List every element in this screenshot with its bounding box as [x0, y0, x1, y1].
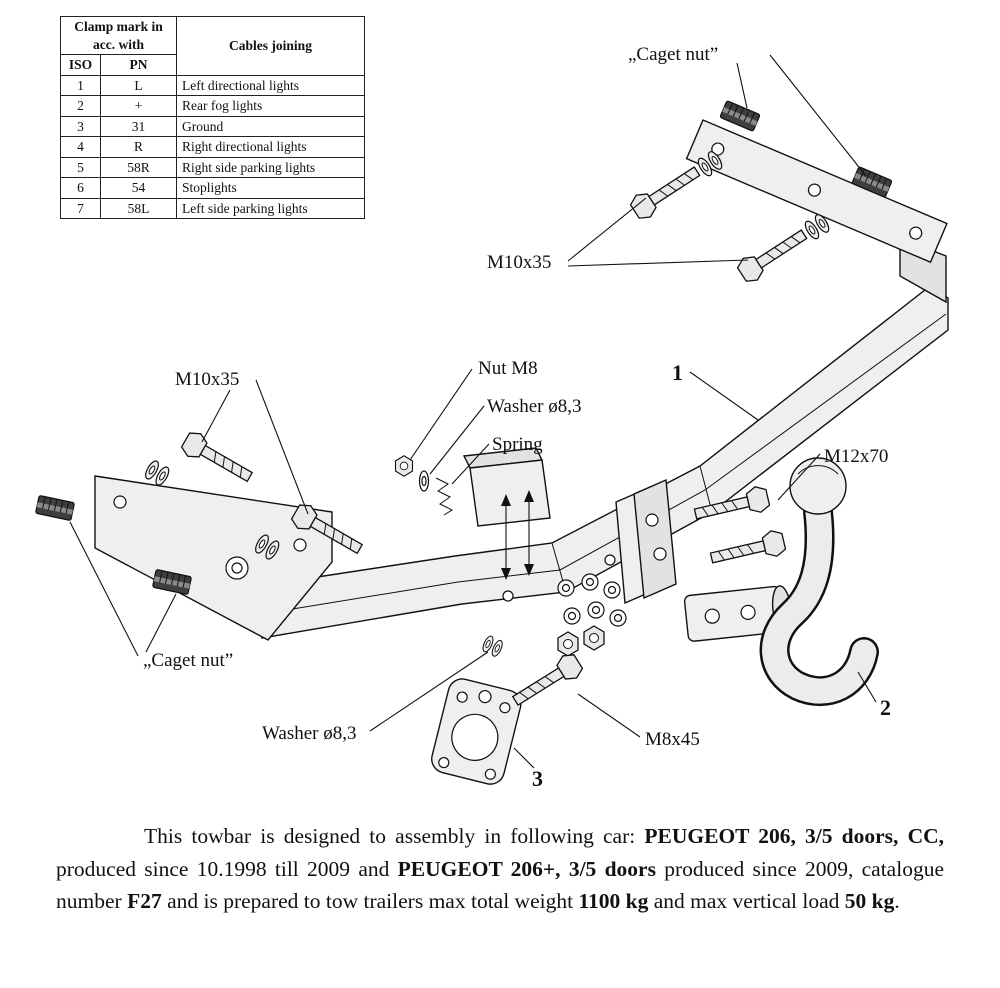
- iso-cell: 2: [60, 95, 101, 117]
- cable-cell: Right directional lights: [176, 136, 365, 158]
- desc-segment-bold: 50 kg: [844, 889, 895, 914]
- cable-cell: Left directional lights: [176, 74, 365, 97]
- pn-cell: L: [100, 74, 177, 97]
- label-m10x35-left: M10x35: [175, 369, 239, 390]
- left-mounting-bracket: [94, 475, 333, 641]
- motion-arrows: [501, 490, 534, 580]
- label-m10x35-right: M10x35: [487, 252, 551, 273]
- fastener-cluster: [557, 573, 627, 657]
- desc-segment: This towbar is designed to assembly in f…: [144, 824, 645, 848]
- iso-cell: 1: [60, 74, 101, 97]
- desc-segment: .: [894, 889, 900, 914]
- label-part-1: 1: [672, 360, 683, 385]
- iso-cell: 7: [60, 197, 101, 220]
- tow-ball-hook: [759, 457, 879, 706]
- table-row: 6 54 Stoplights: [60, 177, 365, 199]
- clamp-mark-header: Clamp mark in acc. with: [60, 15, 177, 56]
- table-row: 4 R Right directional lights: [60, 136, 365, 158]
- label-washer-83-top: Washer ø8,3: [487, 396, 582, 417]
- table-row: 2 + Rear fog lights: [60, 95, 365, 117]
- table-row: 3 31 Ground: [60, 115, 365, 138]
- table-subheader-row: ISO PN: [60, 54, 365, 76]
- cable-cell: Stoplights: [176, 177, 365, 199]
- cable-cell: Left side parking lights: [176, 197, 365, 220]
- right-mounting-bracket: [685, 119, 948, 304]
- socket-plate: [431, 678, 522, 785]
- table-header-row: Clamp mark in acc. with Cables joining: [60, 15, 365, 76]
- desc-segment-bold: 1100 kg: [578, 889, 649, 914]
- pn-cell: 54: [100, 177, 177, 199]
- iso-cell: 6: [60, 177, 101, 199]
- caget-nut-clamp-right-1: [719, 100, 761, 132]
- desc-segment: produced since 2009, catalogue number: [56, 856, 944, 914]
- pn-header: PN: [100, 54, 177, 76]
- bolt-m10x35-left-1: [178, 428, 257, 489]
- pn-cell: 58L: [100, 197, 177, 220]
- iso-cell: 3: [60, 115, 101, 138]
- cable-cell: Ground: [176, 115, 365, 138]
- pn-cell: 31: [100, 115, 177, 138]
- label-m12x70: M12x70: [824, 446, 888, 467]
- cable-cell: Rear fog lights: [176, 95, 365, 117]
- caget-nut-clamp-left-1: [34, 494, 76, 522]
- desc-segment-bold: F27: [127, 889, 162, 914]
- table-row: 5 58R Right side parking lights: [60, 156, 365, 179]
- iso-header: ISO: [60, 54, 101, 76]
- cable-cell: Right side parking lights: [176, 156, 365, 179]
- desc-segment-bold: PEUGEOT 206, 3/5 doors, CC,: [644, 824, 944, 848]
- label-spring: Spring: [492, 434, 543, 455]
- label-nut-m8: Nut M8: [478, 358, 538, 379]
- label-washer-83-bottom: Washer ø8,3: [262, 723, 357, 744]
- label-caget-nut-left: „Caget nut”: [143, 650, 233, 671]
- leader-lines: [69, 54, 877, 769]
- pn-cell: +: [100, 95, 177, 117]
- bolt-m12x70-2: [708, 527, 788, 572]
- spring-plate-assembly: [394, 447, 551, 580]
- table-row: 1 L Left directional lights: [60, 74, 365, 97]
- bolt-m10x35-right-1: [627, 159, 705, 224]
- washer-stack-left-1: [142, 458, 172, 488]
- iso-cell: 4: [60, 136, 101, 158]
- desc-segment: and max vertical load: [648, 889, 845, 914]
- label-caget-nut-top: „Caget nut”: [628, 44, 718, 65]
- desc-segment-bold: PEUGEOT 206+, 3/5 doors: [397, 856, 656, 881]
- bolt-m10x35-right-2: [734, 222, 812, 287]
- label-part-2: 2: [880, 695, 891, 720]
- table-row: 7 58L Left side parking lights: [60, 197, 365, 220]
- nut-m8: [394, 455, 414, 477]
- description-paragraph: This towbar is designed to assembly in f…: [56, 820, 944, 918]
- towbar-diagram: „Caget nut” M10x35 M10x35 Nut M8 Washer …: [34, 44, 949, 791]
- iso-cell: 5: [60, 156, 101, 179]
- desc-segment: and is prepared to tow trailers max tota…: [161, 889, 579, 914]
- bolt-m8x45: [507, 649, 586, 713]
- label-m8x45: M8x45: [645, 729, 700, 750]
- desc-segment: produced since 10.1998 till 2009 and: [56, 856, 398, 881]
- label-part-3: 3: [532, 766, 543, 791]
- cables-joining-header: Cables joining: [176, 16, 365, 76]
- pn-cell: R: [100, 136, 177, 158]
- spring-coil: [435, 477, 454, 516]
- ball-mount-flanges: [615, 478, 677, 605]
- clamp-mark-table: Clamp mark in acc. with Cables joining I…: [60, 15, 365, 220]
- pn-cell: 58R: [100, 156, 177, 179]
